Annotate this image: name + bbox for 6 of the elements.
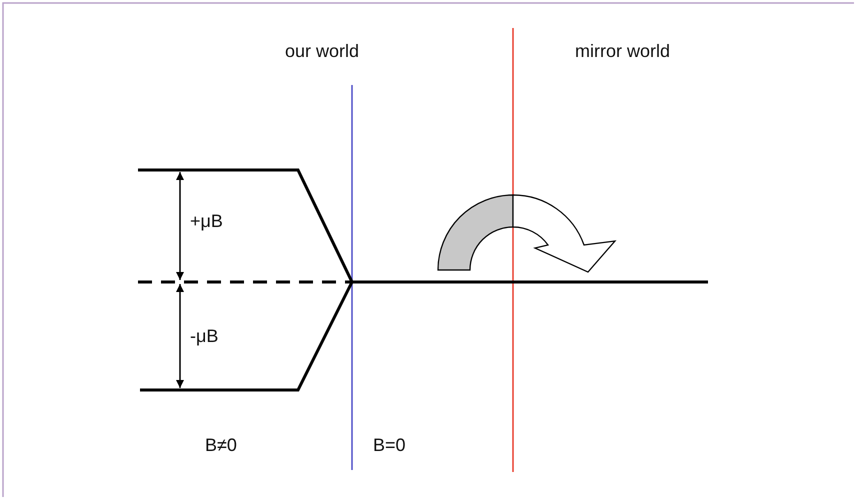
energy-shift-label: -μB	[190, 327, 218, 345]
region-label: mirror world	[575, 42, 670, 60]
field-condition-label: B=0	[373, 436, 406, 454]
energy-shift-label: +μB	[190, 212, 223, 230]
field-condition-label: B≠0	[205, 436, 237, 454]
region-label: our world	[285, 42, 360, 60]
